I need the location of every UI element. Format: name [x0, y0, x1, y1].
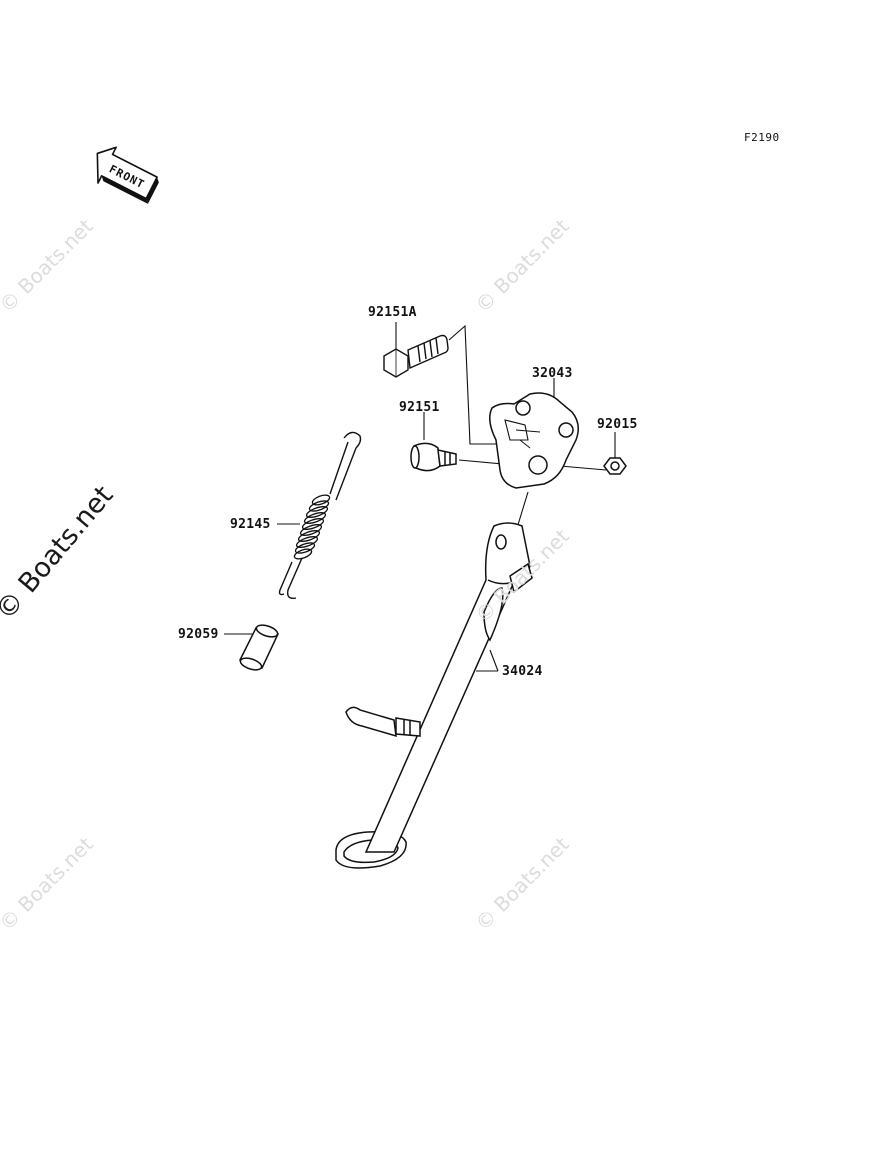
part-label-92145[interactable]: 92145 — [230, 517, 271, 532]
part-label-92015[interactable]: 92015 — [597, 417, 638, 432]
bolt-92151A-icon — [383, 334, 449, 378]
part-label-34024[interactable]: 34024 — [502, 664, 543, 679]
side-stand-34024-icon — [335, 522, 533, 869]
diagram-code: F2190 — [744, 131, 780, 144]
part-label-92151[interactable]: 92151 — [399, 400, 440, 415]
spring-92145-icon — [278, 431, 362, 600]
front-arrow-icon: FRONT — [96, 146, 159, 204]
bracket-32043-icon — [489, 392, 579, 489]
bolt-92151-icon — [410, 442, 457, 472]
part-label-92151A[interactable]: 92151A — [368, 305, 417, 320]
collar-92059-icon — [238, 624, 280, 671]
part-label-92059[interactable]: 92059 — [178, 627, 219, 642]
nut-92015-icon — [603, 457, 627, 475]
leader-lines — [224, 322, 616, 672]
part-label-32043[interactable]: 32043 — [532, 366, 573, 381]
